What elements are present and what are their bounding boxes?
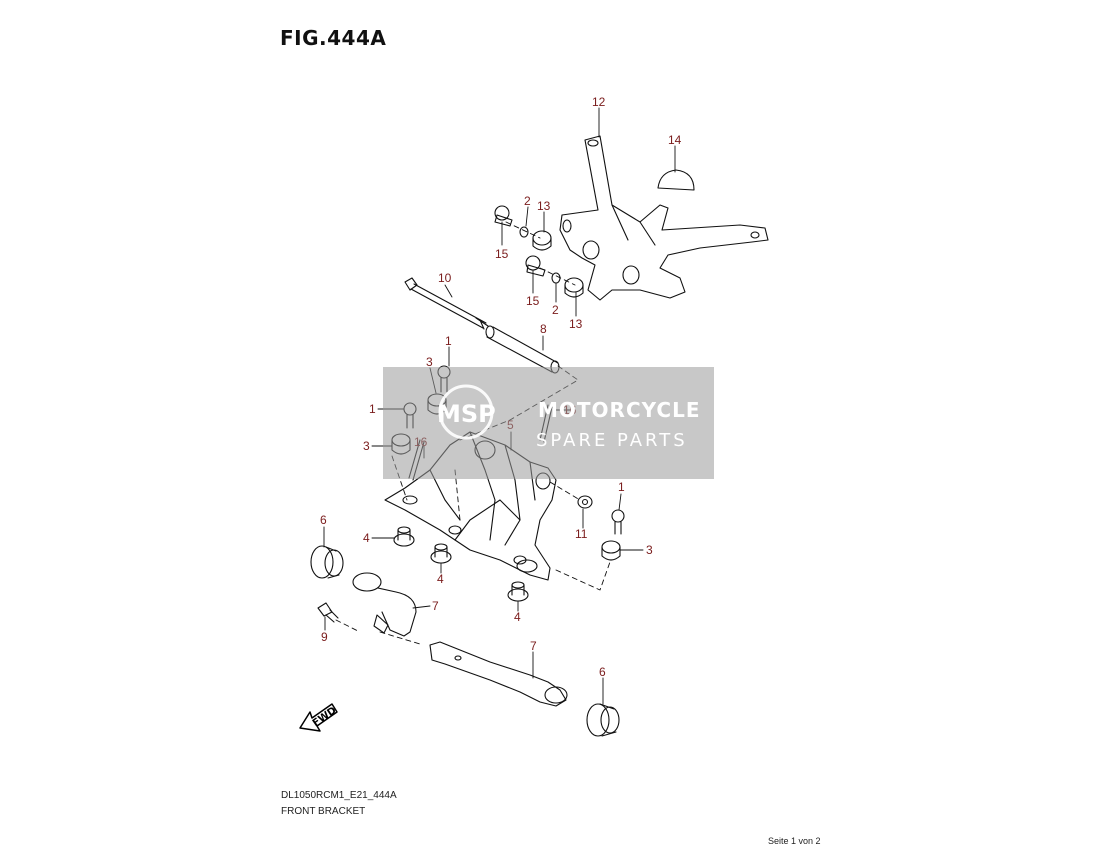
bushing-part-13-upper (532, 230, 552, 251)
callout-1-left: 1 (369, 402, 376, 416)
collar-part-4-b (430, 543, 452, 564)
callout-4-a: 4 (363, 531, 370, 545)
watermark-line1: MOTORCYCLE (538, 398, 700, 422)
bushing-part-13-lower (564, 277, 584, 298)
cap-part-14 (657, 169, 695, 191)
washer-part-2-lower (551, 272, 561, 284)
bolt-part-1-right (611, 509, 625, 535)
stay-part-7-upper (352, 572, 417, 637)
diagram-code: DL1050RCM1_E21_444A (281, 790, 397, 801)
bolt-part-15-upper (494, 205, 513, 227)
callout-6-right: 6 (599, 665, 606, 679)
callout-15-lower: 15 (526, 294, 540, 308)
watermark-logo: MSP (437, 400, 496, 428)
collar-part-4-c (507, 581, 529, 602)
stay-part-7-lower (429, 641, 568, 707)
fwd-arrow-icon: FWD (299, 703, 339, 732)
callout-14: 14 (668, 133, 682, 147)
callout-3-right: 3 (646, 543, 653, 557)
callout-4-c: 4 (514, 610, 521, 624)
diagram-name: FRONT BRACKET (281, 806, 366, 817)
callout-3-left: 3 (363, 439, 370, 453)
watermark: MSP MOTORCYCLE SPARE PARTS (383, 367, 714, 479)
callout-15-upper: 15 (495, 247, 509, 261)
callout-2-upper: 2 (524, 194, 531, 208)
callout-9: 9 (321, 630, 328, 644)
bolt-part-10 (404, 277, 489, 330)
damper-part-6-left (310, 545, 344, 579)
callout-6-left: 6 (320, 513, 327, 527)
callout-7-lower: 7 (530, 639, 537, 653)
spacer-part-8 (485, 325, 560, 374)
callout-2-lower: 2 (552, 303, 559, 317)
damper-part-6-right (586, 703, 620, 737)
callout-10: 10 (438, 271, 452, 285)
callout-12: 12 (592, 95, 606, 109)
watermark-line2: SPARE PARTS (536, 430, 688, 451)
washer-part-2-upper (519, 226, 529, 238)
callout-1-right: 1 (618, 480, 625, 494)
bolt-part-15-lower (525, 255, 546, 277)
collar-part-4-a (393, 526, 415, 547)
mount-part-3-right (601, 540, 621, 561)
bracket-part-12 (559, 135, 769, 301)
bolt-part-9 (317, 602, 339, 623)
callout-13-upper: 13 (537, 199, 551, 213)
callout-3-top: 3 (426, 355, 433, 369)
callout-1-top: 1 (445, 334, 452, 348)
callout-13-lower: 13 (569, 317, 583, 331)
figure-title: FIG.444A (280, 26, 387, 50)
callout-8: 8 (540, 322, 547, 336)
nut-part-11 (577, 495, 593, 509)
callout-11: 11 (575, 527, 588, 541)
page-number: Seite 1 von 2 (768, 836, 821, 846)
callout-4-b: 4 (437, 572, 444, 586)
callout-7-upper: 7 (432, 599, 439, 613)
